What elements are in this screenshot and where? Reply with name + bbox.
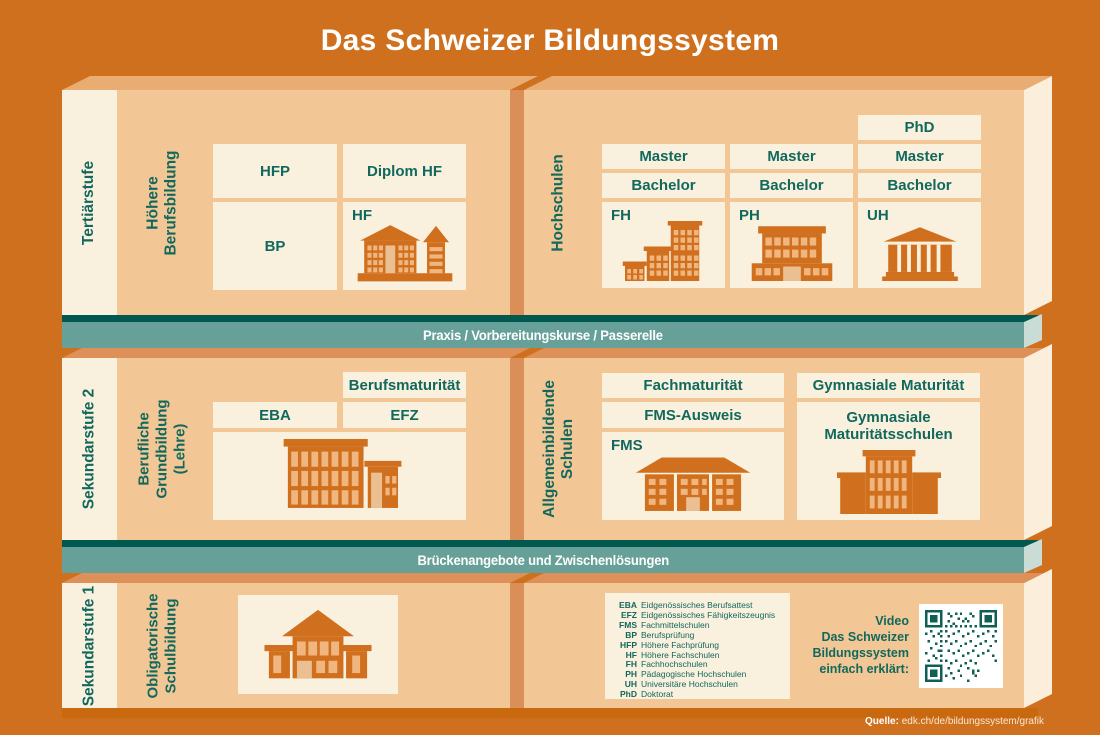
section-label-hoehere-berufsbildung: Höhere Berufsbildung	[144, 149, 180, 256]
ph-label: PH	[739, 207, 760, 224]
stage-label-sek2: Sekundarstufe 2	[80, 388, 98, 510]
section-label-berufliche-grundbildung: Berufliche Grundbildung (Lehre)	[135, 399, 189, 499]
school-building-icon	[264, 609, 372, 678]
box-hf: HF	[343, 202, 466, 290]
box-fh-bachelor: Bachelor	[602, 173, 725, 198]
stage-label-sek1: Sekundarstufe 1	[80, 585, 98, 706]
row1-right-bevel	[524, 76, 1052, 90]
box-hfp: HFP	[213, 144, 337, 198]
lehre-building-icon	[283, 439, 401, 508]
band1-top-face	[62, 315, 1038, 322]
row2-side-face	[1024, 344, 1052, 540]
qr-code	[919, 604, 1003, 688]
box-uh-master: Master	[858, 144, 981, 169]
stage-strip-sek2	[62, 358, 117, 540]
panel-tertiary-vocational: Tertiärstufe Höhere Berufsbildung HFP Di…	[62, 90, 510, 315]
gymnasiale-schulen-label: Gymnasiale Maturitätsschulen	[824, 409, 953, 443]
box-lehre-building	[213, 432, 466, 520]
ph-building-icon	[751, 226, 832, 281]
source-url: edk.ch/de/bildungssystem/grafik	[901, 716, 1044, 727]
band1-side-face	[1024, 314, 1042, 348]
stage-strip-tertiary	[62, 90, 117, 315]
panel-sek2-general: Allgemeinbildende Schulen Fachmaturität …	[524, 358, 1024, 540]
section-label-hochschulen: Hochschulen	[550, 153, 568, 252]
row3-column-gap	[510, 583, 524, 708]
hf-label: HF	[352, 207, 372, 224]
fms-label: FMS	[611, 437, 643, 454]
box-uh: UH	[858, 202, 981, 288]
box-fms: FMS	[602, 432, 784, 520]
gym-building-icon	[836, 450, 941, 514]
section-label-obligatorische: Obligatorische Schulbildung	[144, 592, 180, 699]
fh-label: FH	[611, 207, 631, 224]
row1-left-bevel	[62, 76, 538, 90]
box-diplom-hf: Diplom HF	[343, 144, 466, 198]
box-ph: PH	[730, 202, 853, 288]
row2-left-bevel	[62, 348, 530, 358]
box-fms-ausweis: FMS-Ausweis	[602, 402, 784, 428]
band2-side-face	[1024, 539, 1042, 573]
box-ph-master: Master	[730, 144, 853, 169]
panel-sek2-vocational: Sekundarstufe 2 Berufliche Grundbildung …	[62, 358, 510, 540]
row3-side-face	[1024, 569, 1052, 708]
box-gymnasiale-maturitaet: Gymnasiale Maturität	[797, 373, 980, 398]
box-berufsmaturitaet: Berufsmaturität	[343, 372, 466, 398]
stage-strip-sek1	[62, 583, 117, 708]
row1-column-gap	[510, 90, 524, 315]
hf-building-icon	[357, 225, 452, 282]
band2-top-face	[62, 540, 1038, 547]
box-uh-bachelor: Bachelor	[858, 173, 981, 198]
section-label-allgemeinbildende: Allgemeinbildende Schulen	[541, 380, 576, 518]
row2-right-bevel	[524, 348, 1044, 358]
stage-label-tertiary: Tertiärstufe	[80, 160, 98, 245]
page-title: Das Schweizer Bildungssystem	[320, 24, 780, 57]
box-uh-phd: PhD	[858, 115, 981, 140]
row1-side-face	[1024, 76, 1052, 315]
row3-left-bevel	[62, 573, 530, 583]
fh-building-icon	[622, 221, 702, 281]
box-schule	[238, 595, 398, 694]
box-efz: EFZ	[343, 402, 466, 428]
band-praxis: Praxis / Vorbereitungskurse / Passerelle	[62, 322, 1024, 348]
box-fh: FH	[602, 202, 725, 288]
box-ph-bachelor: Bachelor	[730, 173, 853, 198]
row2-column-gap	[510, 358, 524, 540]
source-label: Quelle:	[865, 716, 899, 727]
uh-building-icon	[881, 227, 958, 281]
box-eba: EBA	[213, 402, 337, 428]
panel-tertiary-universities: Hochschulen Master Bachelor FH	[524, 90, 1024, 315]
video-title: Video	[875, 614, 909, 628]
source-line: Quelle: edk.ch/de/bildungssystem/grafik	[865, 716, 1044, 727]
video-caption: Video Das Schweizer Bildungssystem einfa…	[749, 613, 909, 677]
box-fh-master: Master	[602, 144, 725, 169]
row3-right-bevel	[524, 573, 1044, 583]
bottom-shadow	[62, 708, 1038, 718]
uh-label: UH	[867, 207, 889, 224]
fms-building-icon	[635, 457, 751, 511]
box-bp: BP	[213, 202, 337, 290]
panel-sek1: Sekundarstufe 1 Obligatorische Schulbild…	[62, 583, 510, 708]
band-bruecken: Brückenangebote und Zwischenlösungen	[62, 547, 1024, 573]
box-fachmaturitaet: Fachmaturität	[602, 373, 784, 398]
box-gymnasiale-schulen: Gymnasiale Maturitätsschulen	[797, 402, 980, 520]
